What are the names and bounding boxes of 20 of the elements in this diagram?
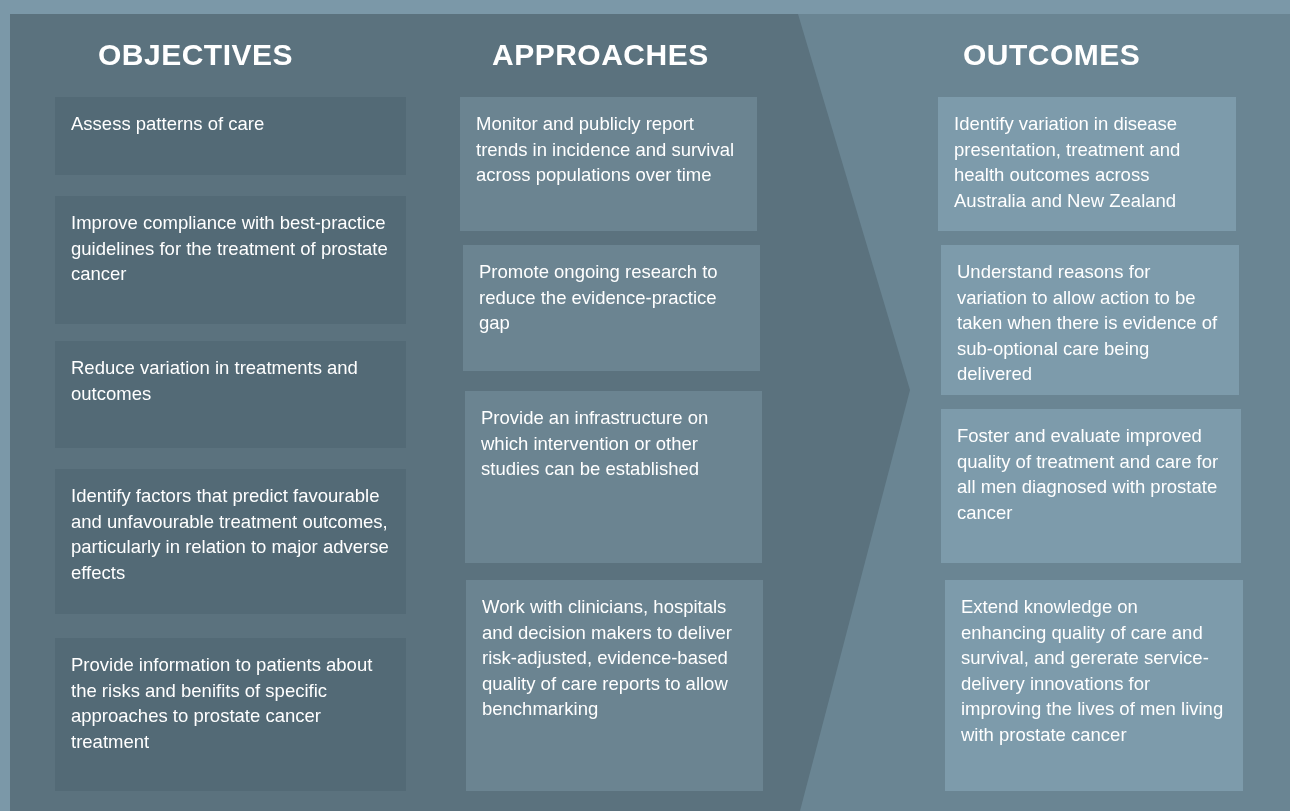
box-text: Identify variation in disease presentation, treatment and health outcomes across Australia and New Zealand [954, 112, 1182, 213]
box-text: Monitor and publicly report trends in incidence and survival across populations over time [476, 112, 736, 188]
box-text: Understand reasons for variation to allow action to be taken when there is evidence of sub-optional care being delivered [957, 260, 1219, 387]
box-text: Provide an infrastructure on which intervention or other studies can be established [481, 406, 710, 482]
column-heading: OUTCOMES [963, 38, 1141, 72]
text-box [938, 97, 1236, 231]
box-text: Provide information to patients about the risks and benifits of specific approaches to prostate cancer treatment [71, 653, 374, 754]
box-text: Improve compliance with best-practice guidelines for the treatment of prostate cancer [71, 211, 389, 287]
box-text: Foster and evaluate improved quality of treatment and care for all men diagnosed with prostate cancer [957, 424, 1220, 525]
box-text: Assess patterns of care [71, 112, 266, 136]
column-heading: OBJECTIVES [98, 38, 294, 72]
text-box [945, 580, 1243, 791]
box-text: Work with clinicians, hospitals and decision makers to deliver risk-adjusted, evidence-based quality of care reports to allow benchmarking [482, 595, 733, 722]
box-text: Promote ongoing research to reduce the evidence-practice gap [479, 260, 719, 336]
box-text: Extend knowledge on enhancing quality of care and survival, and gererate service-delivery innovations for improving the lives of men living with prostate cancer [961, 595, 1225, 747]
box-text: Reduce variation in treatments and outcomes [71, 356, 359, 406]
box-text: Identify factors that predict favourable and unfavourable treatment outcomes, particularly in relation to major adverse effects [71, 484, 390, 585]
text-box [941, 245, 1239, 395]
column-heading: APPROACHES [492, 38, 709, 72]
text-box [941, 409, 1241, 563]
